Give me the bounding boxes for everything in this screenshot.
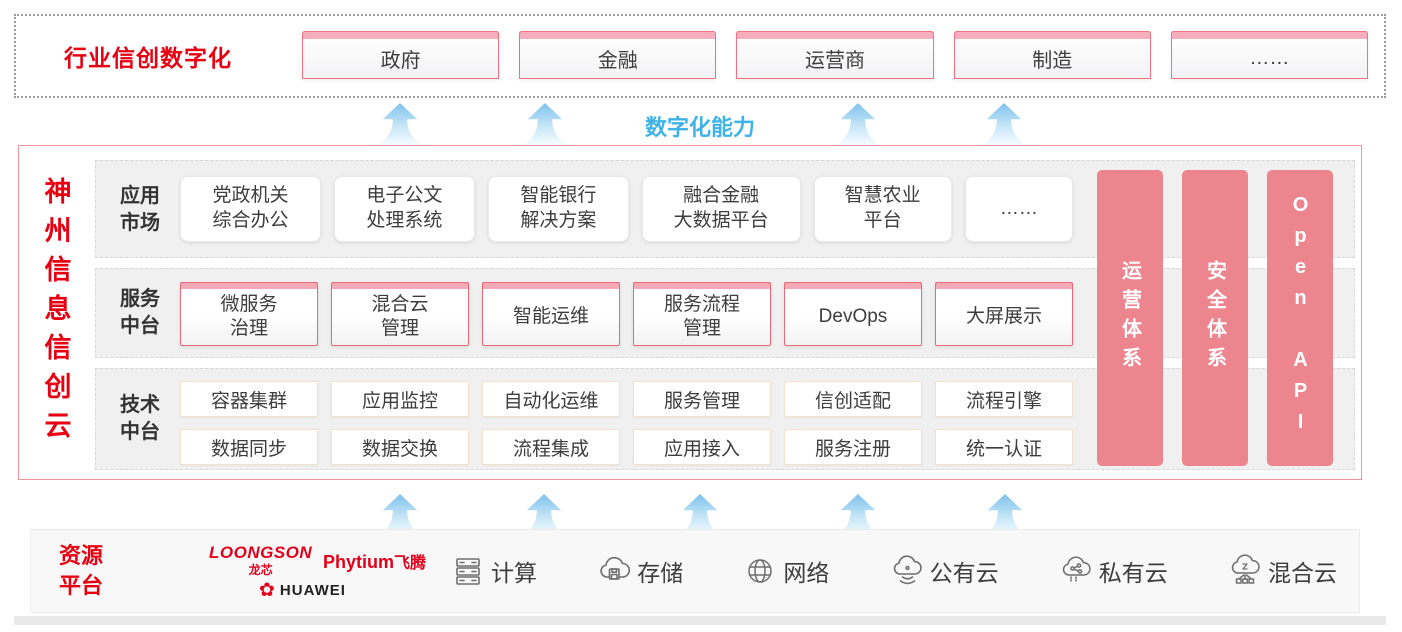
industry-label: 运营商: [805, 49, 865, 72]
tech-box: 统一认证: [935, 429, 1073, 465]
sidebar-operation-system: 运营体系: [1097, 170, 1163, 466]
tech-box: 数据交换: [331, 429, 469, 465]
tech-box: 流程引擎: [935, 381, 1073, 417]
up-arrow-icon: [679, 494, 721, 536]
resource-section-title: 资源 平台: [59, 543, 104, 598]
sidebar-open-api: Open API: [1267, 170, 1333, 466]
phytium-logo: Phytium飞腾: [323, 552, 427, 572]
industry-label: 金融: [597, 49, 638, 72]
service-box: DevOps: [784, 282, 922, 346]
compute-icon: [456, 558, 480, 585]
app-box: 智慧农业 平台: [813, 176, 952, 242]
resource-item-storage: 存储: [597, 554, 683, 588]
row-label-app-market: 应用 市场: [120, 185, 160, 234]
app-box: 电子公文 处理系统: [333, 176, 475, 242]
industry-label: ……: [1249, 46, 1290, 69]
service-box: 大屏展示: [935, 282, 1073, 346]
service-box: 智能运维: [482, 282, 620, 346]
industry-box-government: 政府: [302, 31, 500, 79]
tech-box: 服务管理: [633, 381, 771, 417]
loongson-logo: LOONGSON 龙芯: [209, 543, 313, 577]
up-arrow-icon: [984, 494, 1026, 536]
resource-item-compute: 计算: [451, 554, 537, 588]
up-arrow-icon: [837, 494, 879, 536]
up-arrow-icon: [983, 103, 1025, 145]
resource-item-network: 网络: [743, 554, 829, 588]
private-cloud-icon: [1062, 556, 1091, 582]
industry-box-manufacturing: 制造: [953, 31, 1152, 79]
row-label-tech-platform: 技术 中台: [120, 394, 160, 443]
vendor-logos: LOONGSON 龙芯 Phytium飞腾 ✿ HUAWEI: [201, 530, 451, 612]
service-platform-boxes: 微服务 治理 混合云 管理 智能运维 服务流程 管理 DevOps 大屏展示: [180, 282, 1073, 346]
industry-box-carrier: 运营商: [736, 31, 934, 79]
app-box: ……: [964, 176, 1073, 242]
industry-box-list: 政府 金融 运营商 制造 ……: [302, 31, 1369, 79]
tech-box: 应用接入: [633, 429, 771, 465]
industry-label: 政府: [380, 49, 421, 72]
sidebar-security-system: 安全体系: [1182, 170, 1248, 466]
huawei-flower-icon: ✿: [259, 580, 275, 601]
up-arrow-icon: [379, 103, 421, 145]
up-arrow-icon: [523, 494, 565, 536]
tech-box: 应用监控: [331, 381, 469, 417]
storage-icon: [600, 556, 631, 580]
tech-platform-boxes-top: 容器集群 应用监控 自动化运维 服务管理 信创适配 流程引擎: [180, 381, 1073, 417]
resource-section: 资源 平台 LOONGSON 龙芯 Phytium飞腾 ✿ HUAWEI: [30, 529, 1360, 613]
service-box: 混合云 管理: [331, 282, 469, 346]
platform-title: 神州信息信创云: [40, 176, 71, 450]
industry-section-title: 行业信创数字化: [64, 45, 232, 71]
app-box: 党政机关 综合办公: [180, 176, 321, 242]
public-cloud-icon: [893, 555, 922, 585]
industry-box-more: ……: [1170, 31, 1369, 79]
up-arrow-icon: [524, 103, 566, 145]
bottom-section-edge: [14, 616, 1386, 625]
resource-item-public-cloud: 公有云: [890, 554, 999, 588]
network-icon: [748, 559, 773, 583]
hybrid-cloud-icon: [1231, 554, 1260, 584]
industry-label: 制造: [1032, 49, 1073, 72]
resource-item-private-cloud: 私有云: [1059, 554, 1168, 588]
tech-box: 容器集群: [180, 381, 318, 417]
app-box: 智能银行 解决方案: [487, 176, 629, 242]
industry-section: 行业信创数字化 政府 金融 运营商 制造 ……: [14, 14, 1386, 98]
tech-box: 数据同步: [180, 429, 318, 465]
resource-item-hybrid-cloud: 混合云: [1228, 554, 1337, 588]
service-box: 微服务 治理: [180, 282, 318, 346]
tech-box: 服务注册: [784, 429, 922, 465]
tech-box: 信创适配: [784, 381, 922, 417]
up-arrow-icon: [379, 494, 421, 536]
resource-item-list: 计算 存储 网络: [451, 530, 1337, 612]
row-label-service-platform: 服务 中台: [120, 288, 160, 337]
service-box: 服务流程 管理: [633, 282, 771, 346]
app-market-boxes: 党政机关 综合办公 电子公文 处理系统 智能银行 解决方案 融合金融 大数据平台…: [180, 176, 1073, 242]
app-box: 融合金融 大数据平台: [641, 176, 801, 242]
huawei-logo: ✿ HUAWEI: [259, 580, 346, 601]
tech-box: 自动化运维: [482, 381, 620, 417]
up-arrow-icon: [837, 103, 879, 145]
tech-platform-boxes-bottom: 数据同步 数据交换 流程集成 应用接入 服务注册 统一认证: [180, 429, 1073, 465]
industry-box-finance: 金融: [519, 31, 717, 79]
capability-label: 数字化能力: [644, 115, 755, 140]
tech-box: 流程集成: [482, 429, 620, 465]
